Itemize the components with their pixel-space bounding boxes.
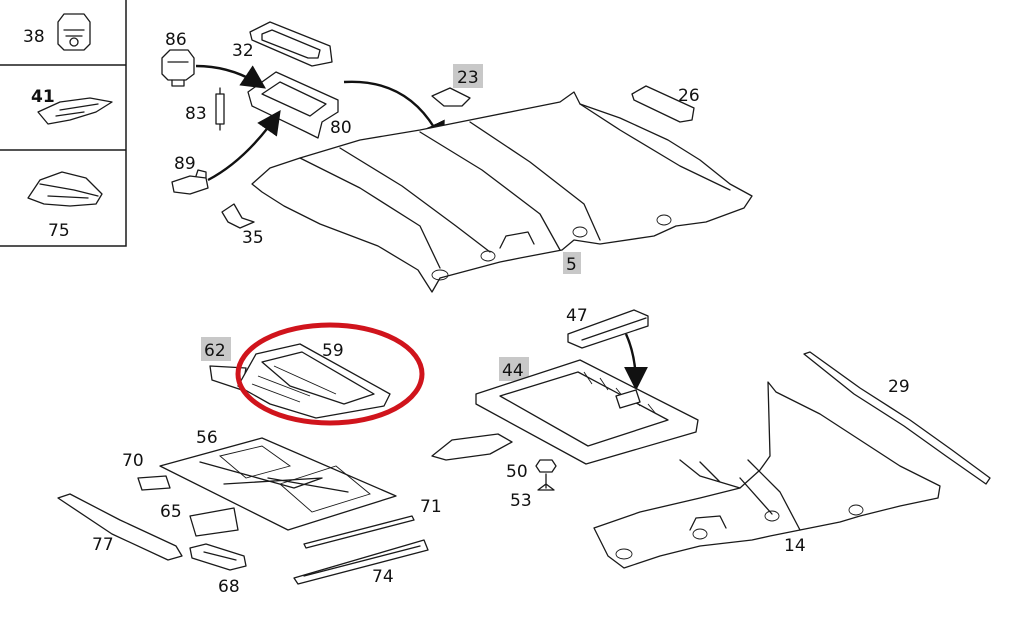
strip-74-shape — [293, 539, 429, 585]
label-32: 32 — [232, 41, 254, 61]
clip-23-shape — [431, 87, 471, 107]
label-5: 5 — [566, 255, 577, 275]
handle-26-shape — [631, 85, 695, 123]
rail-77-shape — [57, 493, 183, 561]
inset-75-label: 75 — [48, 221, 70, 241]
arrow-89-to-80 — [207, 110, 281, 182]
label-56: 56 — [196, 428, 218, 448]
highlight-circle-59 — [235, 322, 425, 426]
label-68: 68 — [218, 577, 240, 597]
clip-86-shape — [161, 49, 195, 87]
strip-70-shape — [137, 475, 171, 491]
label-23: 23 — [457, 68, 479, 88]
clip-35-shape — [221, 203, 255, 229]
inset-41-bracket-icon — [37, 97, 113, 125]
arrow-47-to-44 — [623, 333, 648, 391]
highlight-box-5 — [563, 252, 581, 274]
bezel-68-shape — [189, 543, 247, 571]
inset-38-label: 38 — [23, 27, 45, 47]
inset-38-clip-icon — [57, 13, 91, 51]
label-83: 83 — [185, 104, 207, 124]
label-29: 29 — [888, 377, 910, 397]
label-62: 62 — [204, 341, 226, 361]
label-89: 89 — [174, 154, 196, 174]
strip-71-shape — [303, 515, 415, 549]
label-50: 50 — [506, 462, 528, 482]
panel-56-shape — [159, 437, 397, 531]
label-44: 44 — [502, 361, 524, 381]
label-14: 14 — [784, 536, 806, 556]
foam-strip-shape — [431, 433, 513, 461]
label-80: 80 — [330, 118, 352, 138]
label-59: 59 — [322, 341, 344, 361]
headliner-5-shape — [251, 91, 753, 293]
inset-75-cover-icon — [27, 171, 103, 207]
lamp-housing-80-shape — [247, 71, 339, 139]
bulb-83-shape — [215, 87, 225, 131]
switch-89-shape — [171, 169, 209, 195]
frame-44-shape — [475, 359, 699, 465]
label-77: 77 — [92, 535, 114, 555]
fastener-50-53-shape — [535, 459, 557, 491]
frame-32-shape — [249, 21, 333, 67]
pad-65-shape — [189, 507, 239, 537]
arrow-86-to-80 — [195, 64, 266, 89]
highlight-box-62 — [201, 337, 231, 361]
label-86: 86 — [165, 30, 187, 50]
label-70: 70 — [122, 451, 144, 471]
label-35: 35 — [242, 228, 264, 248]
label-26: 26 — [678, 86, 700, 106]
highlight-box-23 — [453, 64, 483, 88]
strip-29-shape — [803, 351, 991, 485]
highlight-box-44 — [499, 357, 529, 381]
inset-panel: 38 41 75 — [0, 0, 127, 247]
label-53: 53 — [510, 491, 532, 511]
label-47: 47 — [566, 306, 588, 326]
label-71: 71 — [420, 497, 442, 517]
inset-41-label: 41 — [31, 87, 55, 107]
headliner-14-shape — [593, 381, 941, 569]
rail-47-shape — [567, 309, 649, 349]
label-74: 74 — [372, 567, 394, 587]
label-65: 65 — [160, 502, 182, 522]
